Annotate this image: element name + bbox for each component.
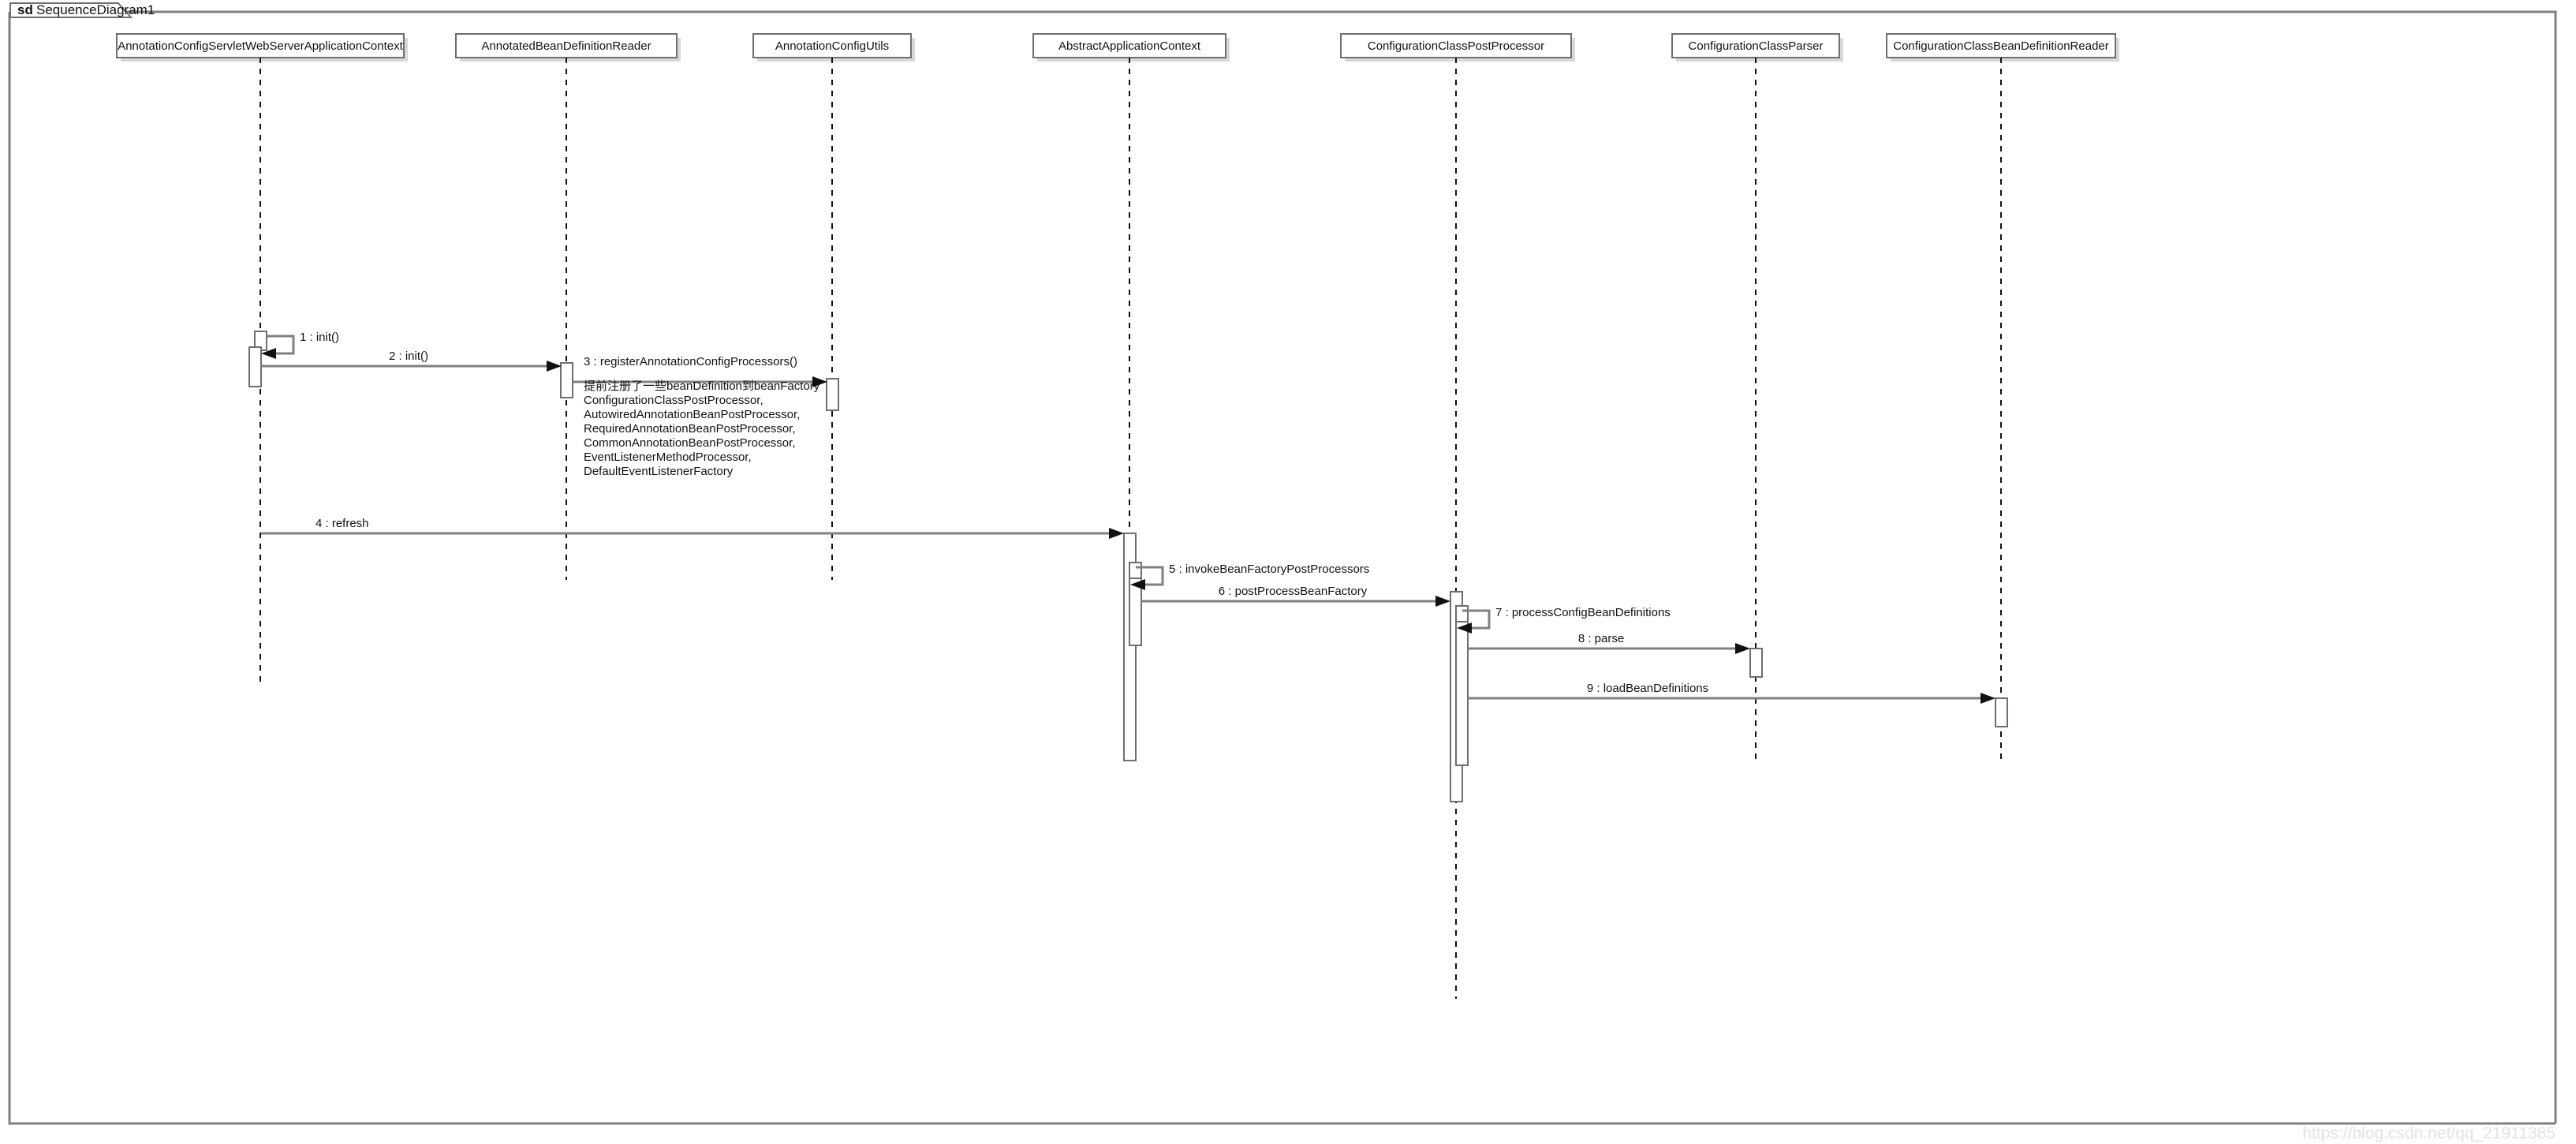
message-label: 8 : parse [1578,632,1624,645]
message-line [267,335,295,355]
message-line [1136,566,1164,586]
message-arrowhead [1981,693,1995,704]
lifeline-head-label: AbstractApplicationContext [1058,39,1201,53]
lifeline-head-box [1671,33,1840,58]
lifeline-head-box [1886,33,2116,58]
lifeline-abstractapplicationcontext[interactable]: AbstractApplicationContext [1032,33,1230,760]
lifeline-head-label: ConfigurationClassParser [1689,39,1824,53]
lifeline-annotationconfigservletwebserverapplicationcontext[interactable]: AnnotationConfigServletWebServerApplicat… [116,33,408,683]
message-arrowhead [1435,596,1450,607]
activation-bar [1455,621,1469,766]
note-line: ConfigurationClassPostProcessor, [584,394,763,407]
message-5-invokebeanfactorypostprocessors[interactable]: 5 : invokeBeanFactoryPostProcessors [1130,563,1369,590]
frame-name-label: SequenceDiagram1 [36,2,155,17]
lifeline-annotatedbeandefinitionreader[interactable]: AnnotatedBeanDefinitionReader [455,33,681,580]
lifeline-configurationclassbeandefinitionreader[interactable]: ConfigurationClassBeanDefinitionReader [1886,33,2119,760]
message-8-parse[interactable]: 8 : parse [1468,632,1750,654]
message-arrowhead [1457,622,1472,634]
lifeline-head-label: ConfigurationClassPostProcessor [1368,39,1544,53]
lifeline-annotationconfigutils[interactable]: AnnotationConfigUtils [752,33,915,580]
lifeline-head-label: AnnotatedBeanDefinitionReader [481,39,651,53]
frame-name-tab [9,2,133,18]
lifeline-head-label: AnnotationConfigServletWebServerApplicat… [118,39,403,53]
message-label: 6 : postProcessBeanFactory [1219,585,1368,598]
message-label: 1 : init() [300,331,339,344]
note-line: EventListenerMethodProcessor, [584,450,752,464]
message-arrowhead [812,376,827,387]
message-line [1462,609,1491,630]
message-4-refresh[interactable]: 4 : refresh [261,517,1124,539]
activation-bar [826,378,839,411]
message-arrowhead [1735,643,1750,654]
message-1-init[interactable]: 1 : init() [261,331,339,359]
activation-bar [248,346,262,387]
note-line: AutowiredAnnotationBeanPostProcessor, [584,408,800,421]
message-arrowhead [1109,528,1124,539]
activation-bars-group [248,331,2008,802]
interaction-frame-border [8,12,2555,1125]
message-label: 5 : invokeBeanFactoryPostProcessors [1169,563,1369,576]
activation-bar [1749,648,1763,678]
watermark-label: https://blog.csdn.net/qq_21911385 [2302,1124,2555,1142]
interaction-frame-top-edge [9,10,2557,1123]
lifeline-head-label: AnnotationConfigUtils [775,39,889,53]
message-arrowhead [261,348,276,359]
activation-bar [1995,697,2008,727]
message-arrowhead [547,361,562,372]
message-2-init[interactable]: 2 : init() [261,350,562,372]
lifeline-head-box [752,33,912,58]
message-3-registerannotationconfigprocessors[interactable]: 3 : registerAnnotationConfigProcessors() [573,355,827,387]
message-label: 9 : loadBeanDefinitions [1587,682,1708,695]
message-label: 3 : registerAnnotationConfigProcessors() [584,355,797,368]
lifeline-head-box [1032,33,1226,58]
message-label: 4 : refresh [315,517,369,530]
lifeline-configurationclassparser[interactable]: ConfigurationClassParser [1671,33,1843,760]
message-label: 7 : processConfigBeanDefinitions [1495,606,1671,619]
message-9-loadbeandefinitions[interactable]: 9 : loadBeanDefinitions [1468,682,1995,704]
frame-kind-label: sd [17,2,33,17]
note-line: CommonAnnotationBeanPostProcessor, [584,436,795,450]
note-line: DefaultEventListenerFactory [584,465,734,478]
message-label: 2 : init() [389,350,428,363]
note-annotation-block: 提前注册了一些beanDefinition到beanFactory Config… [584,379,820,478]
lifeline-configurationclasspostprocessor[interactable]: ConfigurationClassPostProcessor [1340,33,1575,999]
message-6-postprocessbeanfactory[interactable]: 6 : postProcessBeanFactory [1141,585,1450,607]
lifeline-head-box [116,33,405,58]
lifeline-head-label: ConfigurationClassBeanDefinitionReader [1893,39,2109,53]
message-7-processconfigbeandefinitions[interactable]: 7 : processConfigBeanDefinitions [1457,606,1671,634]
activation-bar [560,362,573,398]
activation-bar [1129,578,1142,646]
message-arrowhead [1130,579,1145,590]
note-line: 提前注册了一些beanDefinition到beanFactory [584,379,820,393]
lifelines-group: AnnotationConfigServletWebServerApplicat… [116,33,2119,999]
note-line: RequiredAnnotationBeanPostProcessor, [584,422,796,436]
